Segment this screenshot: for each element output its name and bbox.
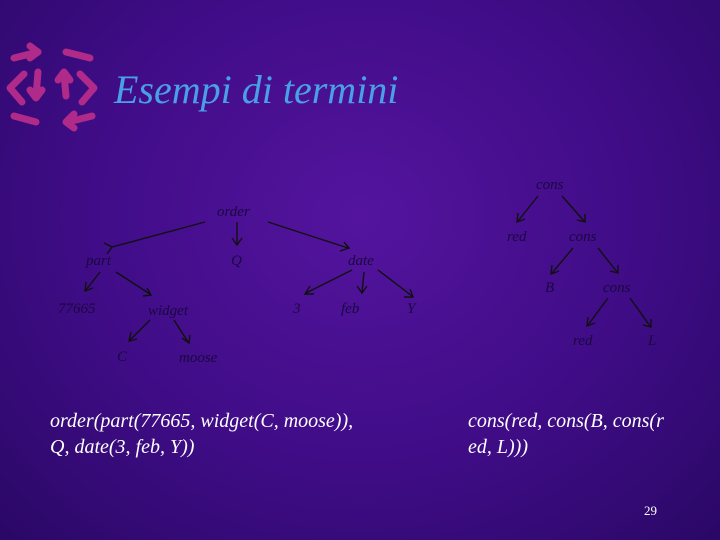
node-l: L: [647, 333, 656, 349]
node-order: order: [217, 204, 250, 220]
tree-right-edges: [516, 195, 652, 328]
term-right: cons(red, cons(B, cons(r ed, L))): [468, 408, 708, 460]
node-cons-2: cons: [569, 229, 597, 245]
node-b: B: [545, 280, 554, 296]
term-left: order(part(77665, widget(C, moose)), Q, …: [50, 408, 450, 460]
term-right-line2: ed, L))): [468, 436, 528, 458]
node-y: Y: [407, 301, 417, 317]
tree-left-edges: [84, 221, 415, 345]
node-date: date: [348, 253, 374, 269]
node-red-2: red: [573, 333, 593, 349]
node-cons-root: cons: [536, 177, 564, 193]
node-77665: 77665: [58, 301, 96, 317]
slide-title: Esempi di termini: [114, 67, 399, 112]
term-right-line1: cons(red, cons(B, cons(r: [468, 410, 664, 432]
page-number: 29: [644, 503, 657, 518]
node-cons-3: cons: [603, 280, 631, 296]
term-left-line2: Q, date(3, feb, Y)): [50, 436, 195, 458]
node-q: Q: [231, 253, 242, 269]
node-red-1: red: [507, 229, 527, 245]
node-part: part: [85, 253, 112, 269]
arrows-logo-icon: [6, 42, 98, 132]
node-moose: moose: [179, 350, 218, 366]
term-left-line1: order(part(77665, widget(C, moose)),: [50, 410, 354, 432]
node-c: C: [117, 349, 128, 365]
term-trees: order part Q date 77665 widget 3 feb Y C…: [58, 177, 656, 366]
node-3: 3: [292, 301, 301, 317]
node-feb: feb: [341, 301, 360, 317]
node-widget: widget: [148, 303, 189, 319]
